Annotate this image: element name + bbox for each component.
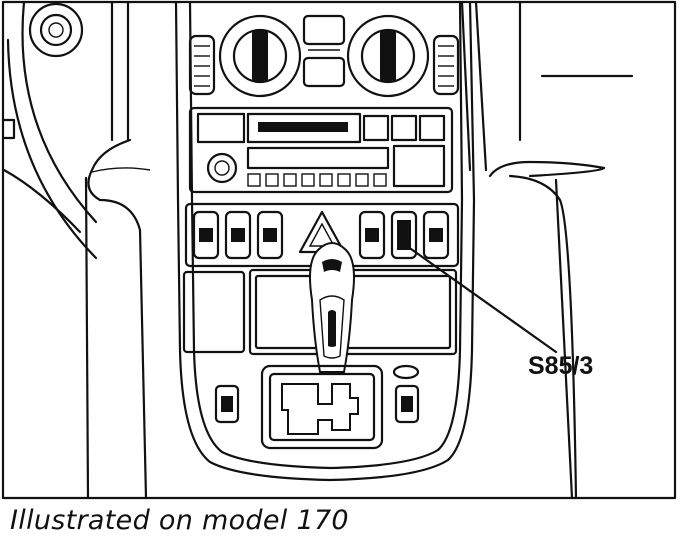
gear-selector-gate (214, 364, 420, 450)
steering-wheel-area (2, 0, 130, 260)
air-vents (188, 14, 460, 96)
left-side-panel (84, 138, 151, 500)
climate-knobs (218, 14, 430, 98)
frame-border (1, 0, 677, 500)
figure-caption: Illustrated on model 170 (10, 505, 349, 536)
gear-shift-lever (309, 242, 355, 373)
callout-label: S85/3 (528, 352, 593, 380)
switch-panel (184, 202, 460, 268)
radio-unit (188, 106, 454, 194)
right-side-panel (460, 0, 634, 500)
callout-leader-line (402, 242, 558, 354)
switch-s85-3 (390, 210, 418, 260)
center-console-outline (174, 0, 476, 482)
